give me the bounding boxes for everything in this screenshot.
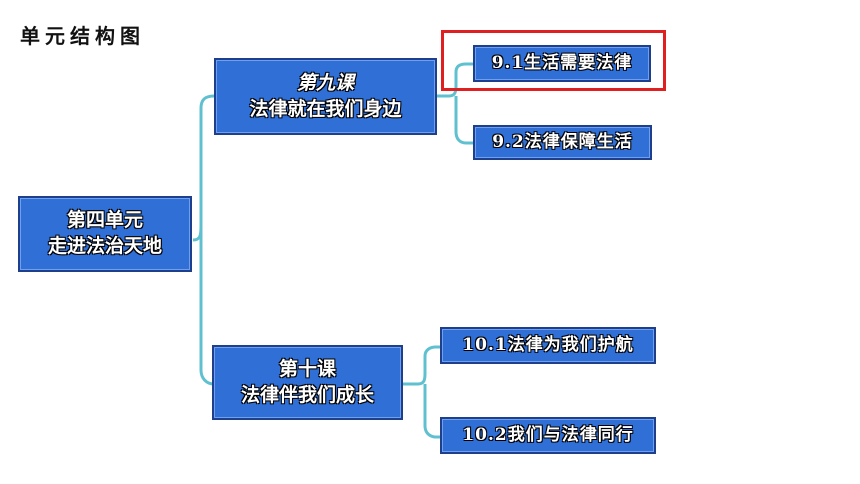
lesson-10-title: 第十课: [278, 357, 336, 380]
topic-10-2-label: 10.2我们与法律同行: [462, 425, 634, 446]
topic-node-9-2: 9.2法律保障生活: [473, 125, 652, 160]
topic-10-1-label: 10.1法律为我们护航: [462, 335, 634, 356]
root-line1: 第四单元: [66, 209, 143, 232]
topic-node-9-1: 9.1生活需要法律: [473, 45, 651, 82]
lesson-node-9: 第九课 法律就在我们身边: [214, 58, 437, 135]
root-node: 第四单元 走进法治天地: [18, 196, 192, 272]
lesson-10-subtitle: 法律伴我们成长: [240, 383, 374, 406]
lesson-node-10: 第十课 法律伴我们成长: [212, 345, 403, 420]
root-line2: 走进法治天地: [47, 235, 162, 257]
page-title: 单元结构图: [20, 24, 145, 48]
root-brace: [192, 94, 215, 386]
highlight-box: [441, 30, 666, 91]
lesson9-brace: [437, 62, 473, 145]
lesson10-brace: [403, 345, 440, 439]
topic-9-1-label: 9.1生活需要法律: [491, 53, 633, 74]
topic-9-2-label: 9.2法律保障生活: [492, 132, 633, 153]
lesson-9-subtitle: 法律就在我们身边: [249, 97, 402, 120]
lesson-9-title: 第九课: [296, 71, 354, 94]
topic-node-10-2: 10.2我们与法律同行: [440, 417, 656, 454]
topic-node-10-1: 10.1法律为我们护航: [440, 327, 656, 364]
